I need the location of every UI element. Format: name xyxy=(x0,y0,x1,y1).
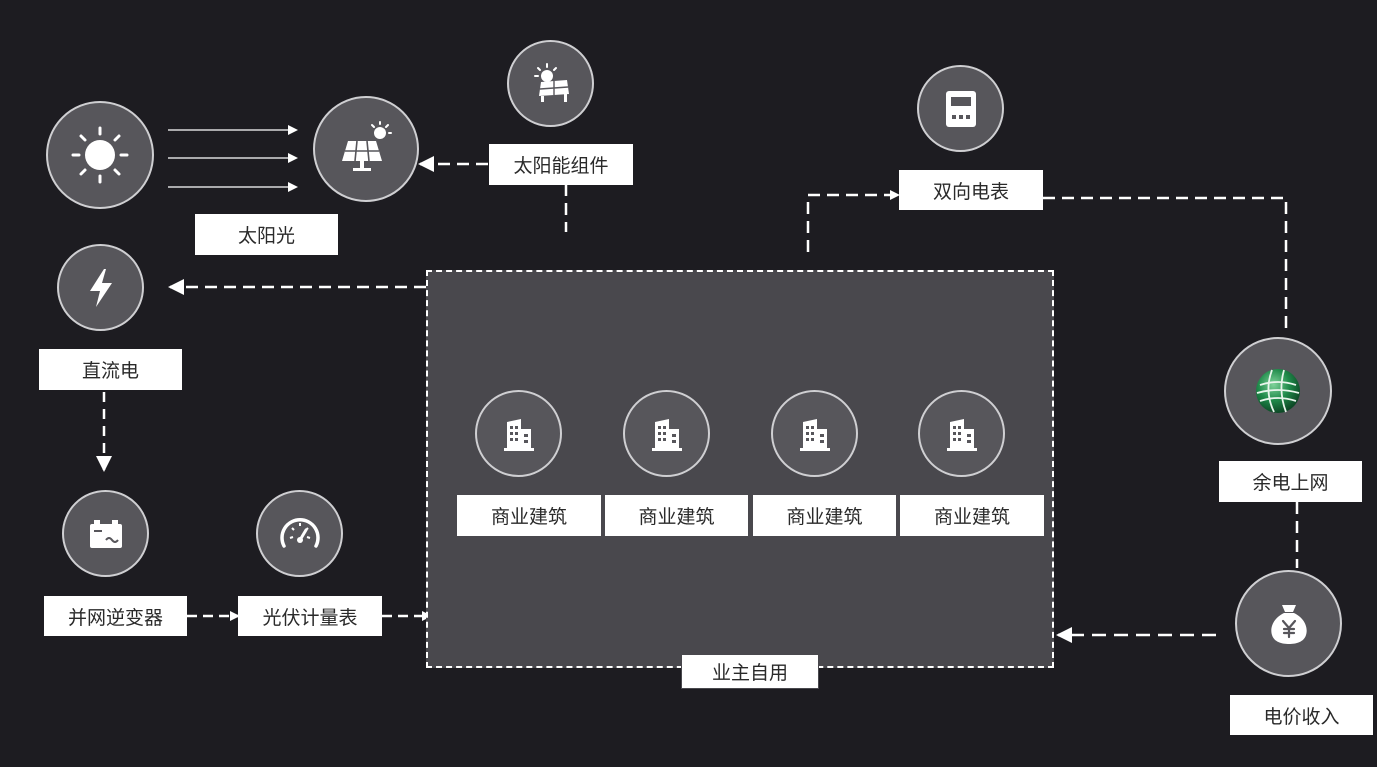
grid-feed-label: 余电上网 xyxy=(1219,461,1362,502)
solar-module-icon xyxy=(533,62,569,102)
bidirectional-meter-label: 双向电表 xyxy=(899,170,1043,210)
building-icon xyxy=(946,418,977,451)
solar-module-label: 太阳能组件 xyxy=(489,144,633,185)
inverter-node xyxy=(62,490,149,577)
owner-self-use-label: 业主自用 xyxy=(681,654,819,689)
grid-globe-icon xyxy=(1256,369,1300,413)
building-icon xyxy=(503,418,534,451)
bidirectional-meter-node xyxy=(917,65,1004,152)
pv-meter-label: 光伏计量表 xyxy=(238,596,382,636)
building-icon xyxy=(651,418,682,451)
dc-power-node xyxy=(57,244,144,331)
sun-node xyxy=(46,101,154,209)
dc-power-label: 直流电 xyxy=(39,349,182,390)
building-label-1: 商业建筑 xyxy=(457,495,601,536)
solar-panel-icon xyxy=(342,121,392,171)
building-node-2 xyxy=(623,390,710,477)
lightning-bolt-icon xyxy=(89,268,112,307)
sun-label: 太阳光 xyxy=(195,214,338,255)
revenue-label: 电价收入 xyxy=(1230,695,1373,735)
solar-panel-node xyxy=(313,96,419,202)
building-node-4 xyxy=(918,390,1005,477)
revenue-node xyxy=(1235,570,1342,677)
building-node-3 xyxy=(771,390,858,477)
grid-feed-node xyxy=(1224,337,1332,445)
building-label-2: 商业建筑 xyxy=(605,495,748,536)
electric-meter-icon xyxy=(945,90,976,127)
inverter-label: 并网逆变器 xyxy=(44,596,187,636)
meter-right-connector xyxy=(1043,196,1288,328)
building-label-4: 商业建筑 xyxy=(900,495,1044,536)
building-icon xyxy=(799,418,830,451)
building-node-1 xyxy=(475,390,562,477)
solar-module-node xyxy=(507,40,594,127)
building-label-3: 商业建筑 xyxy=(753,495,896,536)
gauge-icon xyxy=(279,517,320,548)
money-bag-icon xyxy=(1270,604,1307,644)
meter-left-connector xyxy=(806,190,900,252)
inverter-icon xyxy=(89,519,122,548)
sun-icon xyxy=(71,126,129,184)
pv-meter-node xyxy=(256,490,343,577)
